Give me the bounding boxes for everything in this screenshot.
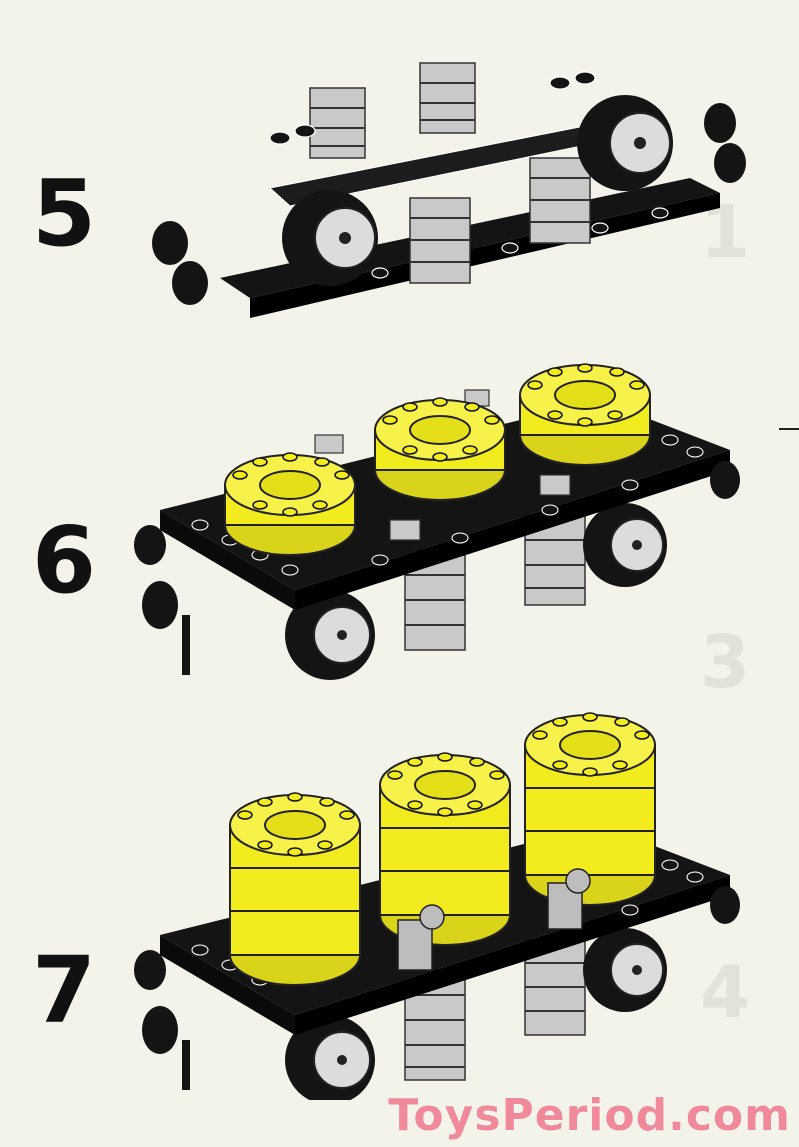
page-edge-mark [779,428,799,430]
step-7-number: 7 [32,937,97,1044]
step-5-wheels [282,95,673,286]
step-5-number: 5 [32,160,97,267]
step-6-wagon-illustration [134,363,740,680]
step-7-wagon-illustration [134,712,740,1100]
watermark-text: ToysPeriod.com [388,1090,791,1141]
step-6-number: 6 [32,507,97,614]
step-7-yellow-drums [229,714,656,986]
step-5-chassis-illustration [152,62,746,318]
ghost-numeral-4: 4 [700,950,751,1034]
ghost-numeral-3: 3 [700,620,751,704]
